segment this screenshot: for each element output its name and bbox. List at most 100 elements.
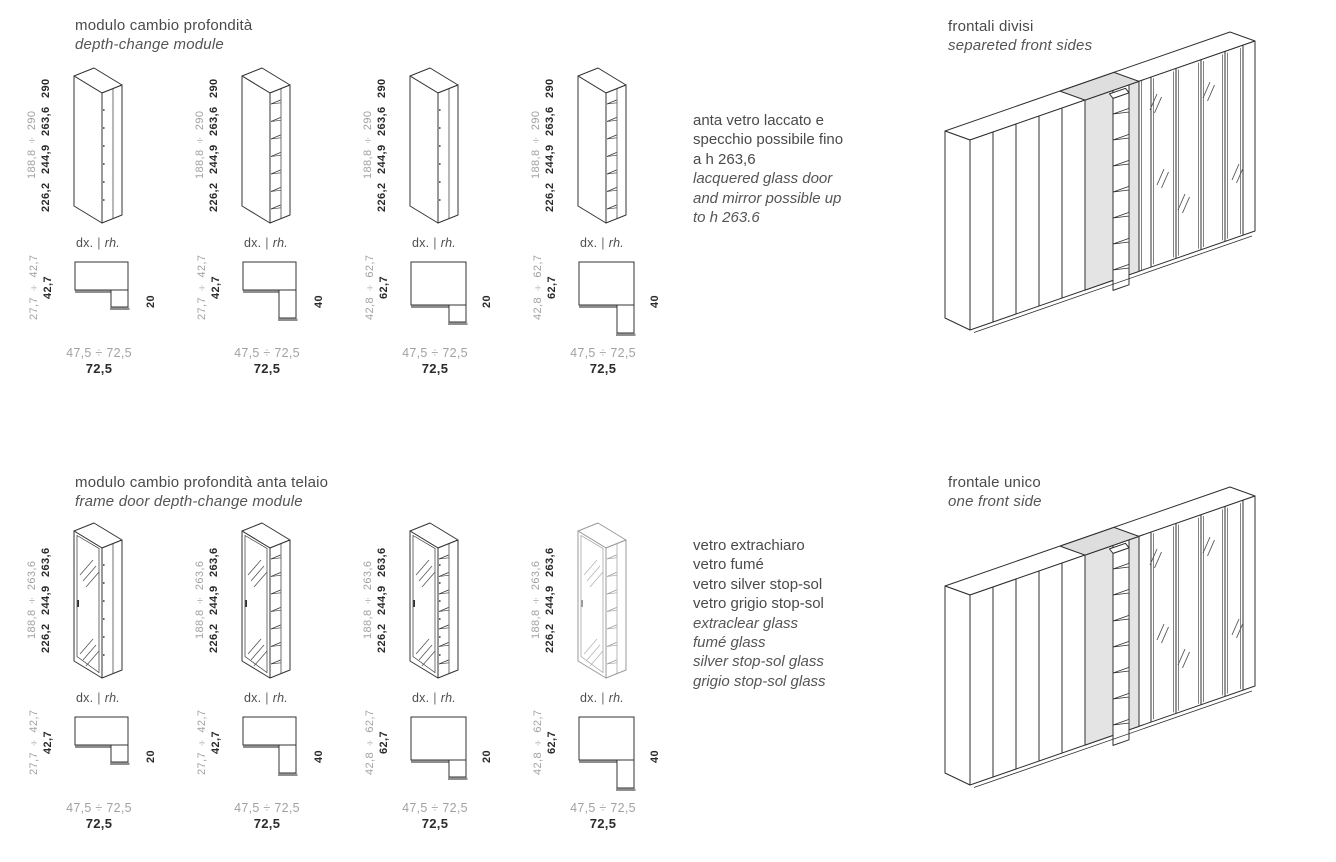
dx-label: dx. bbox=[76, 691, 94, 705]
height-sizes-label: 226,2 244,9 263,6 bbox=[40, 547, 52, 653]
illustration-title: frontale unico bbox=[948, 474, 1041, 491]
cabinet-drawing bbox=[240, 515, 296, 685]
plan-bottom-max-label: 72,5 bbox=[253, 816, 281, 831]
section-subtitle: depth-change module bbox=[75, 35, 224, 53]
plan-depth-range-label: 42,8 ÷ 62,7 bbox=[532, 709, 544, 775]
rh-label: rh. bbox=[608, 236, 624, 250]
plan-bottom-range-label: 47,5 ÷ 72,5 bbox=[570, 346, 636, 360]
plan-depth-max-label: 42,7 bbox=[210, 730, 222, 754]
top-illustration-title-block: frontali divisi separeted front sides bbox=[948, 18, 1092, 55]
plan-width-label: 20 bbox=[481, 749, 493, 763]
orientation-label: dx.|rh. bbox=[244, 691, 288, 705]
plan-depth-range-label: 42,8 ÷ 62,7 bbox=[532, 254, 544, 320]
height-range-label: 188,8 ÷ 290 bbox=[530, 110, 542, 180]
separator: | bbox=[601, 236, 605, 250]
cabinet-drawing bbox=[72, 60, 128, 230]
dx-label: dx. bbox=[76, 236, 94, 250]
section-title: modulo cambio profondità anta telaio bbox=[75, 474, 329, 491]
cabinet-drawing bbox=[576, 515, 632, 685]
plan-bottom-max-label: 72,5 bbox=[253, 361, 281, 376]
plan-drawing bbox=[240, 256, 314, 340]
plan-bottom-range-label: 47,5 ÷ 72,5 bbox=[234, 346, 300, 360]
height-sizes-label: 226,2 244,9 263,6 290 bbox=[40, 78, 52, 212]
module-column-4: 188,8 ÷ 290 226,2 244,9 263,6 290 dx.|rh… bbox=[530, 60, 690, 395]
plan-bottom-max-label: 72,5 bbox=[85, 816, 113, 831]
rh-label: rh. bbox=[272, 691, 288, 705]
dx-label: dx. bbox=[412, 236, 430, 250]
plan-bottom-range-label: 47,5 ÷ 72,5 bbox=[402, 801, 468, 815]
illustration-title: frontali divisi bbox=[948, 18, 1034, 35]
module-column-8: 188,8 ÷ 263,6 226,2 244,9 263,6 dx.|rh. … bbox=[530, 515, 690, 850]
rh-label: rh. bbox=[440, 236, 456, 250]
plan-drawing bbox=[72, 256, 146, 340]
cabinet-drawing bbox=[240, 60, 296, 230]
plan-depth-max-label: 42,7 bbox=[42, 730, 54, 754]
orientation-label: dx.|rh. bbox=[412, 236, 456, 250]
plan-drawing bbox=[240, 711, 314, 795]
height-sizes-label: 226,2 244,9 263,6 bbox=[376, 547, 388, 653]
orientation-label: dx.|rh. bbox=[244, 236, 288, 250]
note-english: lacquered glass door and mirror possible… bbox=[693, 170, 842, 227]
plan-depth-range-label: 27,7 ÷ 42,7 bbox=[28, 254, 40, 320]
separator: | bbox=[265, 236, 269, 250]
module-column-1: 188,8 ÷ 290 226,2 244,9 263,6 290 dx.|rh… bbox=[26, 60, 186, 395]
plan-depth-range-label: 42,8 ÷ 62,7 bbox=[364, 709, 376, 775]
plan-width-label: 20 bbox=[481, 294, 493, 308]
height-range-label: 188,8 ÷ 263,6 bbox=[530, 560, 542, 640]
height-range-label: 188,8 ÷ 290 bbox=[194, 110, 206, 180]
separator: | bbox=[433, 691, 437, 705]
dx-label: dx. bbox=[244, 236, 262, 250]
plan-drawing bbox=[576, 256, 650, 340]
cabinet-drawing bbox=[576, 60, 632, 230]
top-section-title-block: modulo cambio profondità depth-change mo… bbox=[75, 17, 252, 54]
module-column-3: 188,8 ÷ 290 226,2 244,9 263,6 290 dx.|rh… bbox=[362, 60, 522, 395]
cabinet-drawing bbox=[408, 515, 464, 685]
plan-width-label: 20 bbox=[145, 749, 157, 763]
plan-bottom-range-label: 47,5 ÷ 72,5 bbox=[66, 801, 132, 815]
plan-width-label: 20 bbox=[145, 294, 157, 308]
height-sizes-label: 226,2 244,9 263,6 bbox=[208, 547, 220, 653]
separator: | bbox=[97, 236, 101, 250]
dx-label: dx. bbox=[412, 691, 430, 705]
module-column-5: 188,8 ÷ 263,6 226,2 244,9 263,6 dx.|rh. … bbox=[26, 515, 186, 850]
plan-bottom-max-label: 72,5 bbox=[421, 361, 449, 376]
note-english: extraclear glass fumé glass silver stop-… bbox=[693, 614, 826, 690]
dx-label: dx. bbox=[244, 691, 262, 705]
bottom-modules-row: 188,8 ÷ 263,6 226,2 244,9 263,6 dx.|rh. … bbox=[0, 515, 700, 850]
plan-bottom-range-label: 47,5 ÷ 72,5 bbox=[66, 346, 132, 360]
module-column-7: 188,8 ÷ 263,6 226,2 244,9 263,6 dx.|rh. … bbox=[362, 515, 522, 850]
section-subtitle: frame door depth-change module bbox=[75, 492, 303, 510]
separator: | bbox=[265, 691, 269, 705]
wardrobe-illustration-unico bbox=[930, 468, 1310, 796]
height-range-label: 188,8 ÷ 263,6 bbox=[26, 560, 38, 640]
illustration-subtitle: separeted front sides bbox=[948, 36, 1093, 54]
cabinet-drawing bbox=[408, 60, 464, 230]
plan-drawing bbox=[408, 711, 482, 795]
orientation-label: dx.|rh. bbox=[76, 691, 120, 705]
plan-depth-max-label: 42,7 bbox=[210, 275, 222, 299]
height-sizes-label: 226,2 244,9 263,6 290 bbox=[376, 78, 388, 212]
orientation-label: dx.|rh. bbox=[412, 691, 456, 705]
plan-depth-range-label: 27,7 ÷ 42,7 bbox=[28, 709, 40, 775]
height-sizes-label: 226,2 244,9 263,6 290 bbox=[208, 78, 220, 212]
rh-label: rh. bbox=[104, 691, 120, 705]
separator: | bbox=[97, 691, 101, 705]
plan-bottom-range-label: 47,5 ÷ 72,5 bbox=[402, 346, 468, 360]
plan-bottom-max-label: 72,5 bbox=[589, 361, 617, 376]
bottom-note: vetro extrachiaro vetro fumé vetro silve… bbox=[693, 536, 883, 691]
orientation-label: dx.|rh. bbox=[580, 691, 624, 705]
height-range-label: 188,8 ÷ 290 bbox=[26, 110, 38, 180]
plan-depth-max-label: 62,7 bbox=[378, 730, 390, 754]
plan-depth-max-label: 62,7 bbox=[546, 730, 558, 754]
plan-depth-range-label: 27,7 ÷ 42,7 bbox=[196, 709, 208, 775]
rh-label: rh. bbox=[104, 236, 120, 250]
orientation-label: dx.|rh. bbox=[76, 236, 120, 250]
height-range-label: 188,8 ÷ 263,6 bbox=[194, 560, 206, 640]
note-italian: anta vetro laccato e specchio possibile … bbox=[693, 112, 844, 168]
rh-label: rh. bbox=[608, 691, 624, 705]
bottom-illustration-title-block: frontale unico one front side bbox=[948, 474, 1042, 511]
bottom-section-title-block: modulo cambio profondità anta telaio fra… bbox=[75, 474, 328, 511]
plan-bottom-max-label: 72,5 bbox=[421, 816, 449, 831]
module-column-6: 188,8 ÷ 263,6 226,2 244,9 263,6 dx.|rh. … bbox=[194, 515, 354, 850]
height-sizes-label: 226,2 244,9 263,6 290 bbox=[544, 78, 556, 212]
